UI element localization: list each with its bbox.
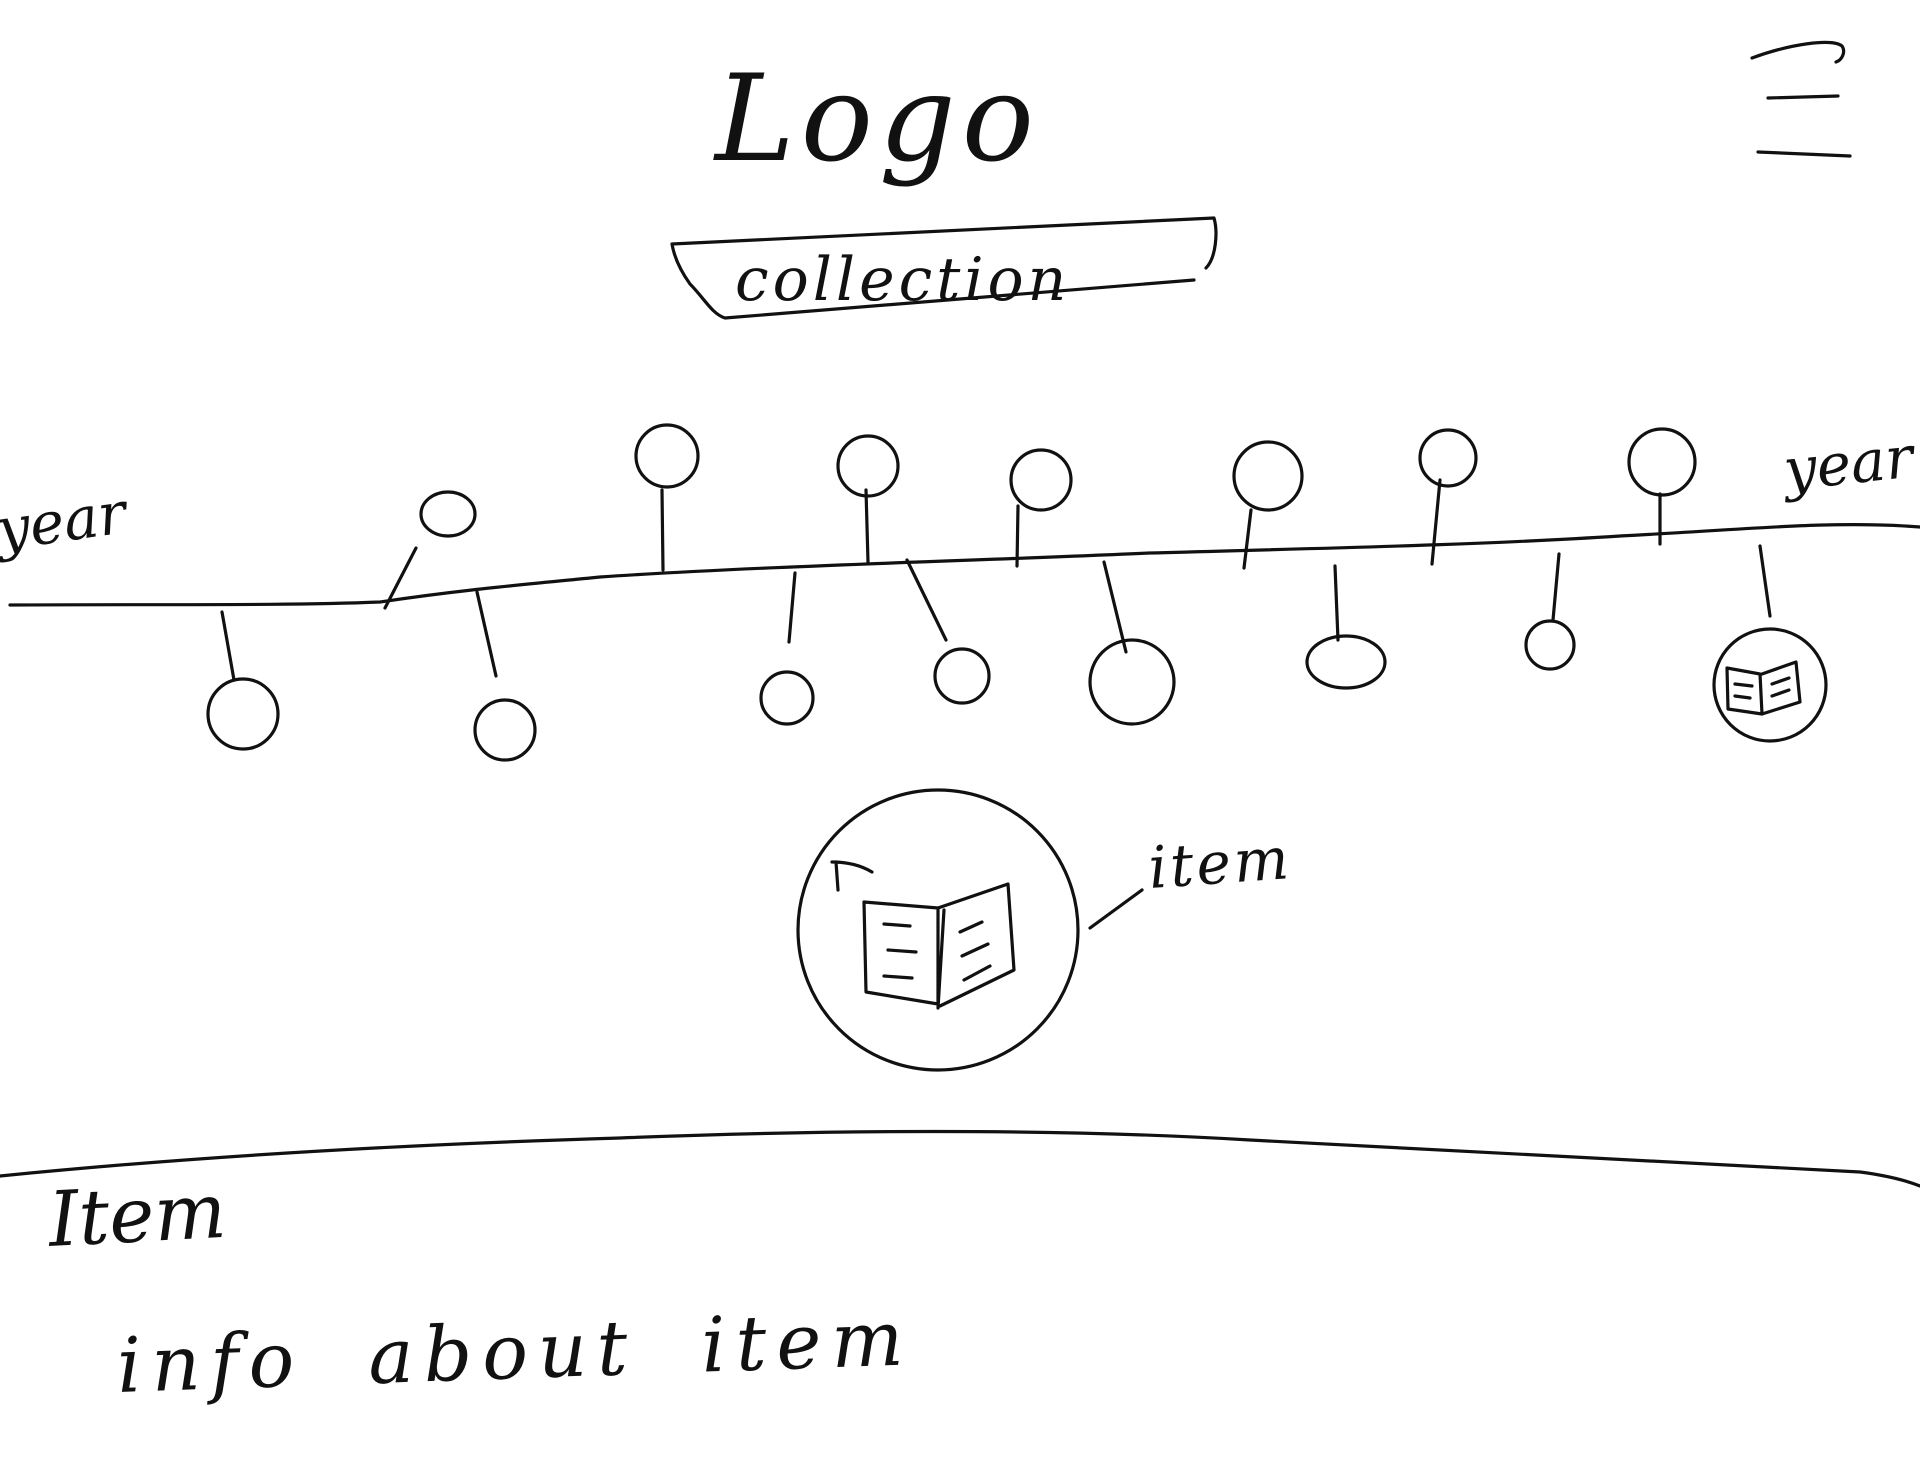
timeline-marker[interactable]: [1418, 428, 1478, 566]
timeline-marker[interactable]: [1088, 560, 1176, 726]
timeline-marker[interactable]: [1009, 448, 1073, 568]
timeline-marker[interactable]: [905, 558, 991, 705]
hamburger-menu-icon[interactable]: [1750, 40, 1852, 158]
timeline-marker[interactable]: [1232, 440, 1304, 570]
timeline-marker[interactable]: [206, 610, 280, 751]
item-callout-label: item: [1146, 824, 1294, 902]
collection-button-label: collection: [735, 245, 1070, 315]
collection-button[interactable]: collection: [670, 216, 1218, 320]
timeline-axis: [8, 523, 1920, 607]
timeline-marker[interactable]: [1627, 427, 1697, 546]
timeline-end-label: year: [1777, 422, 1919, 504]
timeline-marker[interactable]: [1305, 564, 1387, 690]
logo[interactable]: Logo: [713, 50, 1040, 189]
book-icon: [1725, 660, 1802, 716]
selected-item[interactable]: [796, 788, 1080, 1072]
timeline: year year: [0, 422, 1920, 762]
selected-item-handle: [830, 860, 874, 892]
timeline-marker[interactable]: [473, 590, 537, 762]
book-icon: [862, 882, 1016, 1010]
timeline-marker[interactable]: [836, 434, 900, 564]
item-callout-line: [1088, 888, 1144, 930]
detail-panel-info: info about item: [116, 1293, 915, 1410]
timeline-start-label: year: [0, 478, 133, 564]
selected-item-circle: [796, 788, 1080, 1072]
timeline-marker[interactable]: [383, 490, 477, 610]
detail-panel-divider: [0, 1129, 1920, 1188]
timeline-marker[interactable]: [634, 423, 700, 572]
detail-panel-title: Item: [44, 1166, 228, 1264]
collection-button-frame: [670, 216, 1218, 320]
timeline-marker[interactable]: [759, 571, 815, 726]
timeline-marker-highlighted[interactable]: [1712, 544, 1828, 743]
timeline-marker[interactable]: [1524, 552, 1576, 671]
